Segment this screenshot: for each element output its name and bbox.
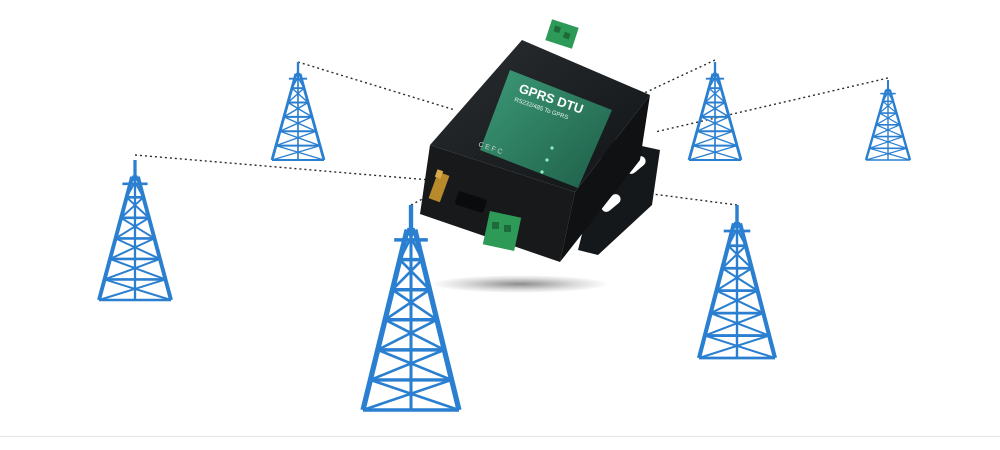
dotted-link [297, 61, 456, 111]
dotted-link [410, 194, 431, 206]
cell-tower [360, 205, 462, 412]
gprs-dtu-device: GPRS DTU RS232/485 To GPRS C E F C [420, 19, 660, 262]
device-label-panel [480, 70, 612, 188]
status-leds [540, 146, 554, 174]
device-right-face [560, 95, 650, 262]
antenna-connector [428, 169, 450, 203]
dotted-link [134, 154, 431, 181]
top-terminal-block [545, 19, 579, 49]
cell-tower [696, 205, 778, 360]
rs-port [455, 191, 487, 213]
dotted-link [654, 77, 889, 133]
device-shadow [430, 275, 610, 293]
bottom-terminal-block [482, 211, 522, 251]
device-front-face [420, 145, 575, 262]
cell-tower [97, 160, 173, 302]
cell-tower [270, 62, 326, 161]
bracket-slot [601, 194, 621, 212]
bottom-divider [0, 436, 1000, 437]
cell-tower [864, 80, 912, 161]
cell-towers [97, 62, 912, 412]
cell-tower [687, 62, 743, 161]
dotted-link [639, 59, 716, 96]
